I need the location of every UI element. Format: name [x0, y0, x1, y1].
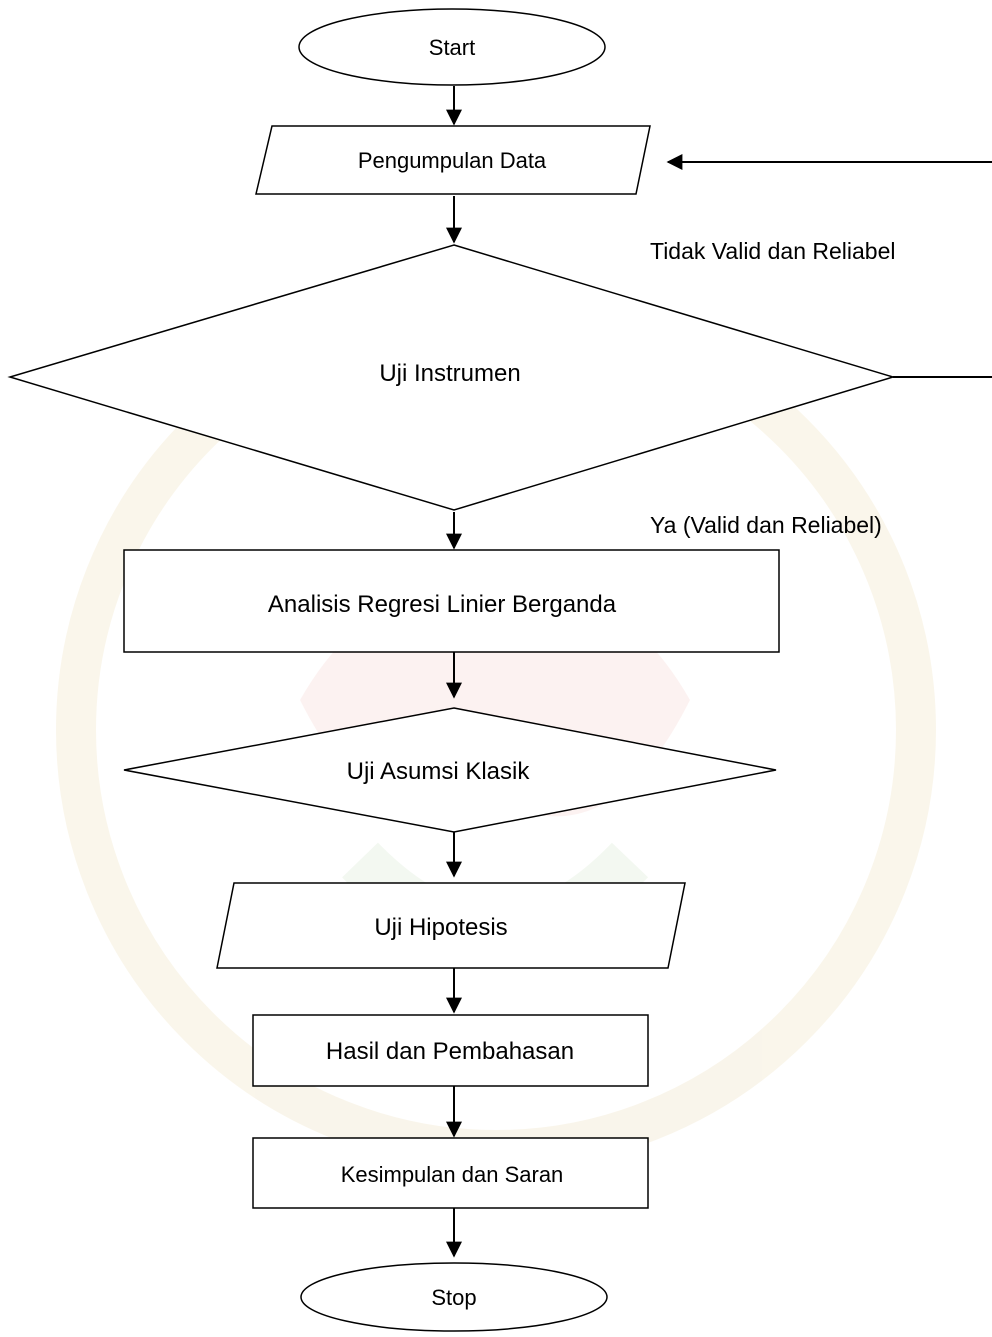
start-label: Start — [429, 35, 475, 60]
start-node: Start — [298, 8, 606, 86]
conclusion-label: Kesimpulan dan Saran — [341, 1162, 564, 1187]
collect-data-node: Pengumpulan Data — [255, 125, 651, 195]
results-node: Hasil dan Pembahasan — [252, 1014, 649, 1087]
valid-edge-label: Ya (Valid dan Reliabel) — [650, 512, 882, 538]
instrument-test-decision: Uji Instrumen — [7, 244, 896, 511]
connectors — [446, 86, 992, 1258]
classic-assumption-decision: Uji Asumsi Klasik — [123, 707, 777, 833]
hypothesis-node: Uji Hipotesis — [216, 882, 686, 969]
stop-label: Stop — [431, 1285, 476, 1310]
instrument-test-label: Uji Instrumen — [379, 360, 520, 387]
regression-label: Analisis Regresi Linier Berganda — [268, 591, 617, 618]
classic-assumption-label: Uji Asumsi Klasik — [347, 758, 531, 785]
collect-data-label: Pengumpulan Data — [358, 148, 547, 173]
conclusion-node: Kesimpulan dan Saran — [252, 1137, 649, 1209]
results-label: Hasil dan Pembahasan — [326, 1038, 574, 1065]
invalid-edge-label: Tidak Valid dan Reliabel — [650, 238, 895, 264]
hypothesis-label: Uji Hipotesis — [374, 914, 507, 941]
regression-node: Analisis Regresi Linier Berganda — [123, 549, 780, 653]
stop-node: Stop — [300, 1262, 608, 1332]
